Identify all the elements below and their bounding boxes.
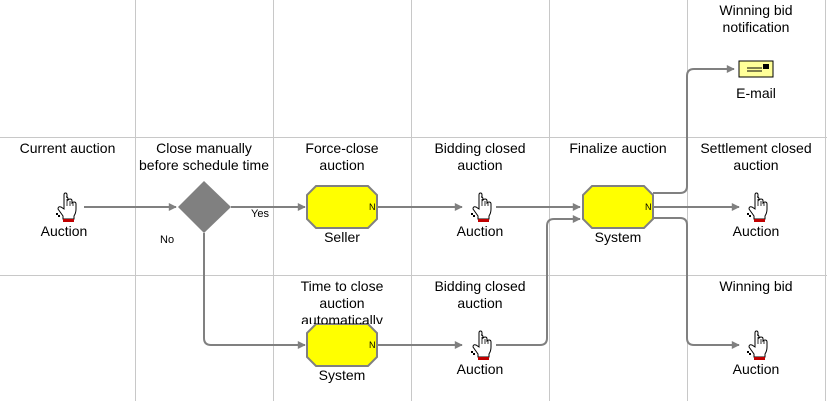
- auto-close-title-line2: auction: [319, 295, 365, 311]
- task-marker: N: [369, 340, 376, 350]
- force-close-title-line2: auction: [319, 157, 365, 173]
- connector-finalize-to-winning-bid: [653, 217, 740, 349]
- hand-pointer-icon[interactable]: [470, 330, 492, 361]
- decision-title-line2: before schedule time: [139, 157, 269, 173]
- bidding-closed-title-line1: Bidding closed: [434, 140, 526, 156]
- decision-diamond[interactable]: [178, 181, 231, 233]
- task-marker: N: [645, 202, 652, 212]
- connectors: [84, 65, 740, 349]
- finalize-auction-title: Finalize auction: [569, 140, 667, 156]
- task-auto-close[interactable]: [306, 323, 378, 367]
- force-close-caption: Seller: [324, 229, 360, 245]
- auto-close-caption: System: [318, 367, 366, 383]
- bidding-closed-2-title-line2: auction: [457, 295, 503, 311]
- settlement-closed-caption: Auction: [732, 223, 780, 239]
- task-force-close[interactable]: [306, 185, 378, 229]
- bidding-closed-2-title-line1: Bidding closed: [434, 278, 526, 294]
- task-marker: N: [369, 202, 376, 212]
- settlement-closed-title-line1: Settlement closed: [700, 140, 812, 156]
- winning-bid-caption: Auction: [732, 361, 780, 377]
- bidding-closed-caption: Auction: [456, 223, 504, 239]
- winning-bid-notification-title-line1: Winning bid: [719, 2, 793, 18]
- force-close-title-line1: Force-close: [305, 140, 379, 156]
- finalize-auction-caption: System: [594, 229, 642, 245]
- auction-caption: Auction: [40, 223, 88, 239]
- hand-pointer-icon[interactable]: [746, 330, 768, 361]
- auto-close-title-line3: automatically: [301, 312, 383, 324]
- task-finalize-auction[interactable]: [582, 185, 654, 229]
- hand-pointer-icon[interactable]: [470, 192, 492, 223]
- connector-finalize-to-email: [653, 65, 735, 194]
- winning-bid-notification-title-line2: notification: [722, 19, 790, 35]
- yes-label: Yes: [251, 208, 269, 220]
- auto-close-title-line1: Time to close: [300, 278, 384, 294]
- connector-bidding2-to-finalize: [496, 215, 581, 346]
- connector-no-to-auto-close: [203, 233, 306, 349]
- bidding-closed-2-caption: Auction: [456, 361, 504, 377]
- hand-pointer-icon[interactable]: [55, 192, 77, 223]
- current-auction-title: Current auction: [19, 140, 116, 156]
- winning-bid-title: Winning bid: [719, 278, 793, 294]
- envelope-icon[interactable]: [738, 60, 774, 78]
- settlement-closed-title-line2: auction: [733, 157, 779, 173]
- decision-title-line1: Close manually: [156, 140, 252, 156]
- bidding-closed-title-line2: auction: [457, 157, 503, 173]
- email-caption: E-mail: [736, 85, 776, 101]
- hand-pointer-icon[interactable]: [746, 192, 768, 223]
- no-label: No: [160, 234, 175, 246]
